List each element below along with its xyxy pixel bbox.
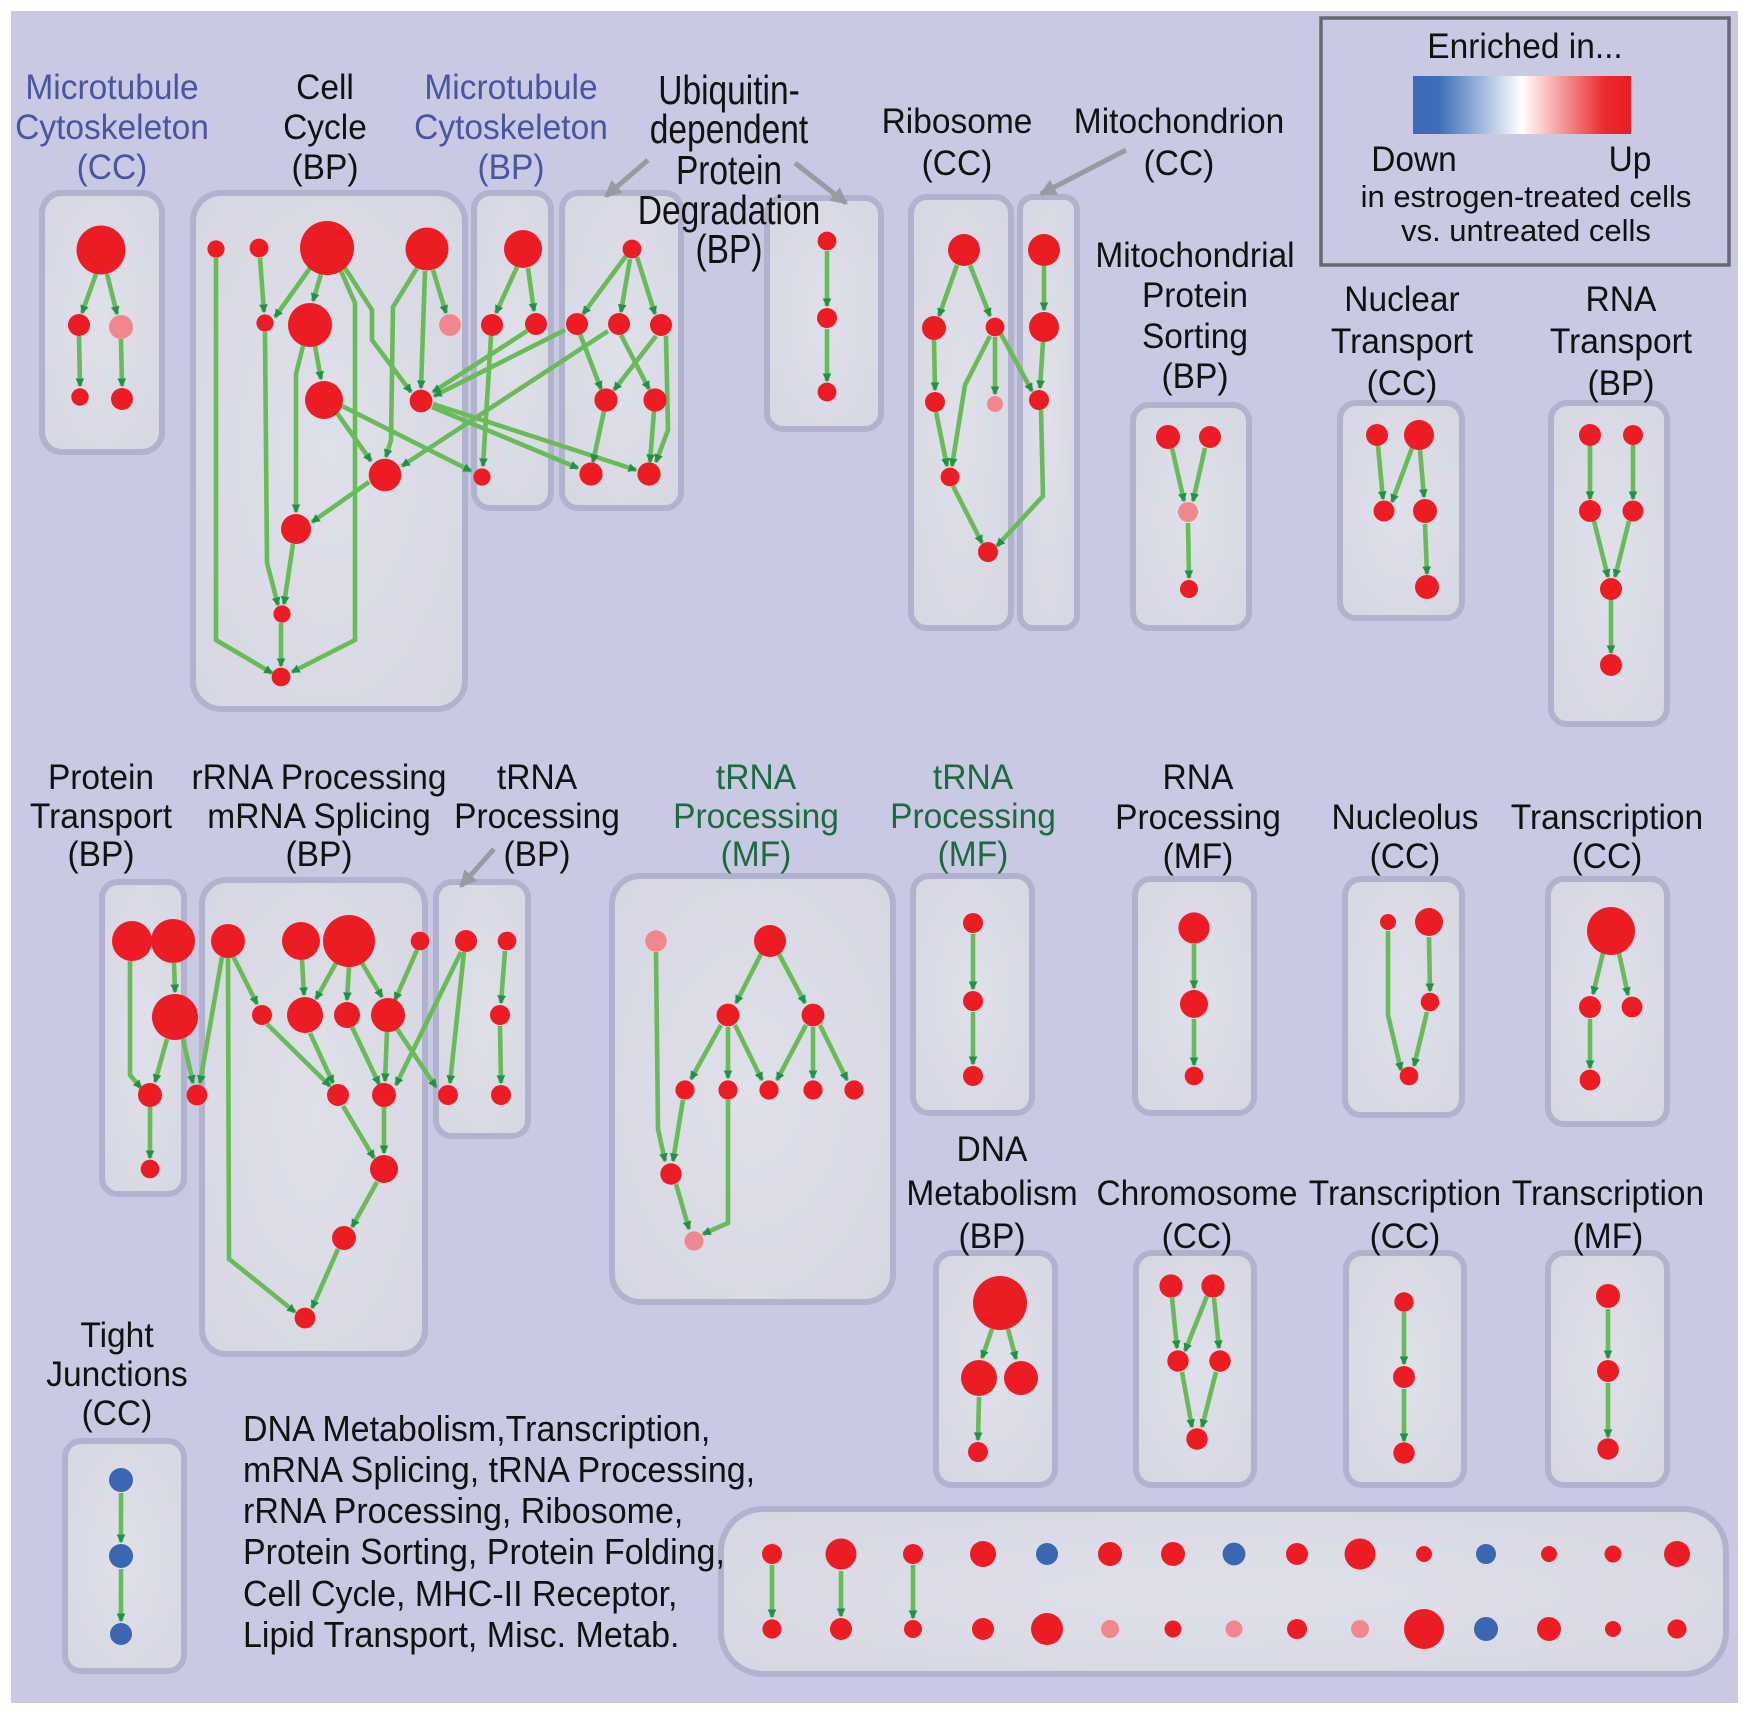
svg-text:mRNA Splicing: mRNA Splicing	[207, 796, 430, 836]
svg-text:(CC): (CC)	[1370, 1216, 1441, 1256]
svg-text:Degradation: Degradation	[638, 187, 821, 233]
svg-text:Cytoskeleton: Cytoskeleton	[15, 107, 209, 147]
svg-text:RNA: RNA	[1163, 757, 1234, 797]
svg-text:Processing: Processing	[454, 796, 620, 836]
svg-text:Junctions: Junctions	[46, 1354, 188, 1394]
svg-text:(CC): (CC)	[1144, 143, 1215, 183]
svg-text:Transcription: Transcription	[1309, 1173, 1501, 1213]
svg-text:(BP): (BP)	[1588, 363, 1655, 403]
svg-text:(MF): (MF)	[721, 834, 792, 874]
svg-text:tRNA: tRNA	[497, 757, 577, 797]
svg-text:Tight: Tight	[80, 1315, 153, 1355]
svg-text:(BP): (BP)	[696, 226, 763, 272]
svg-text:tRNA: tRNA	[716, 757, 796, 797]
svg-text:Chromosome: Chromosome	[1096, 1173, 1297, 1213]
svg-text:Protein: Protein	[1142, 275, 1248, 315]
svg-text:Mitochondrial: Mitochondrial	[1095, 235, 1294, 275]
svg-text:(BP): (BP)	[286, 834, 353, 874]
svg-text:DNA: DNA	[957, 1129, 1028, 1169]
svg-text:Processing: Processing	[890, 796, 1056, 836]
svg-text:Cycle: Cycle	[283, 107, 367, 147]
svg-text:Enriched in...: Enriched in...	[1427, 26, 1623, 66]
svg-text:Protein: Protein	[48, 757, 154, 797]
svg-text:Transport: Transport	[1331, 321, 1473, 361]
svg-text:rRNA Processing: rRNA Processing	[191, 757, 446, 797]
svg-text:Cytoskeleton: Cytoskeleton	[414, 107, 608, 147]
svg-text:Microtubule: Microtubule	[424, 67, 597, 107]
svg-text:Microtubule: Microtubule	[25, 67, 198, 107]
svg-text:Down: Down	[1371, 139, 1457, 179]
svg-text:Nucleolus: Nucleolus	[1331, 797, 1478, 837]
svg-text:(BP): (BP)	[478, 147, 545, 187]
svg-text:Transport: Transport	[1550, 321, 1692, 361]
svg-text:(CC): (CC)	[82, 1393, 153, 1433]
svg-text:(BP): (BP)	[959, 1216, 1026, 1256]
svg-text:(CC): (CC)	[1367, 363, 1438, 403]
svg-text:dependent: dependent	[650, 106, 809, 152]
svg-text:(CC): (CC)	[922, 143, 993, 183]
svg-text:Metabolism: Metabolism	[906, 1173, 1077, 1213]
svg-text:Processing: Processing	[1115, 797, 1281, 837]
svg-text:(MF): (MF)	[1163, 836, 1234, 876]
svg-text:Cell Cycle, MHC-II Receptor,: Cell Cycle, MHC-II Receptor,	[243, 1573, 678, 1614]
svg-text:Ubiquitin-: Ubiquitin-	[658, 67, 800, 113]
svg-text:Transcription: Transcription	[1511, 797, 1703, 837]
svg-text:Processing: Processing	[673, 796, 839, 836]
svg-text:(MF): (MF)	[938, 834, 1009, 874]
svg-text:(BP): (BP)	[1162, 356, 1229, 396]
svg-text:mRNA Splicing, tRNA Processing: mRNA Splicing, tRNA Processing,	[243, 1449, 755, 1490]
svg-text:tRNA: tRNA	[933, 757, 1013, 797]
svg-text:(CC): (CC)	[77, 147, 148, 187]
svg-text:Transcription: Transcription	[1512, 1173, 1704, 1213]
svg-text:(BP): (BP)	[504, 834, 571, 874]
svg-text:Mitochondrion: Mitochondrion	[1074, 101, 1284, 141]
svg-text:(BP): (BP)	[68, 834, 135, 874]
svg-text:Ribosome: Ribosome	[882, 101, 1033, 141]
svg-text:Nuclear: Nuclear	[1344, 279, 1460, 319]
svg-text:(BP): (BP)	[292, 147, 359, 187]
svg-text:(MF): (MF)	[1573, 1216, 1644, 1256]
svg-text:Lipid Transport, Misc. Metab.: Lipid Transport, Misc. Metab.	[243, 1614, 680, 1655]
svg-text:Protein: Protein	[676, 147, 782, 193]
svg-text:RNA: RNA	[1586, 279, 1657, 319]
svg-text:Transport: Transport	[30, 796, 172, 836]
svg-text:Sorting: Sorting	[1142, 316, 1248, 356]
svg-text:in estrogen-treated cells: in estrogen-treated cells	[1361, 179, 1692, 214]
svg-text:(CC): (CC)	[1572, 836, 1643, 876]
svg-text:DNA Metabolism,Transcription,: DNA Metabolism,Transcription,	[243, 1408, 710, 1449]
svg-text:Up: Up	[1609, 139, 1652, 179]
svg-text:(CC): (CC)	[1162, 1216, 1233, 1256]
svg-text:Protein Sorting, Protein Foldi: Protein Sorting, Protein Folding,	[243, 1531, 725, 1572]
svg-text:rRNA Processing, Ribosome,: rRNA Processing, Ribosome,	[243, 1490, 683, 1531]
svg-text:Cell: Cell	[296, 67, 354, 107]
svg-text:vs. untreated cells: vs. untreated cells	[1401, 213, 1651, 248]
svg-text:(CC): (CC)	[1370, 836, 1441, 876]
